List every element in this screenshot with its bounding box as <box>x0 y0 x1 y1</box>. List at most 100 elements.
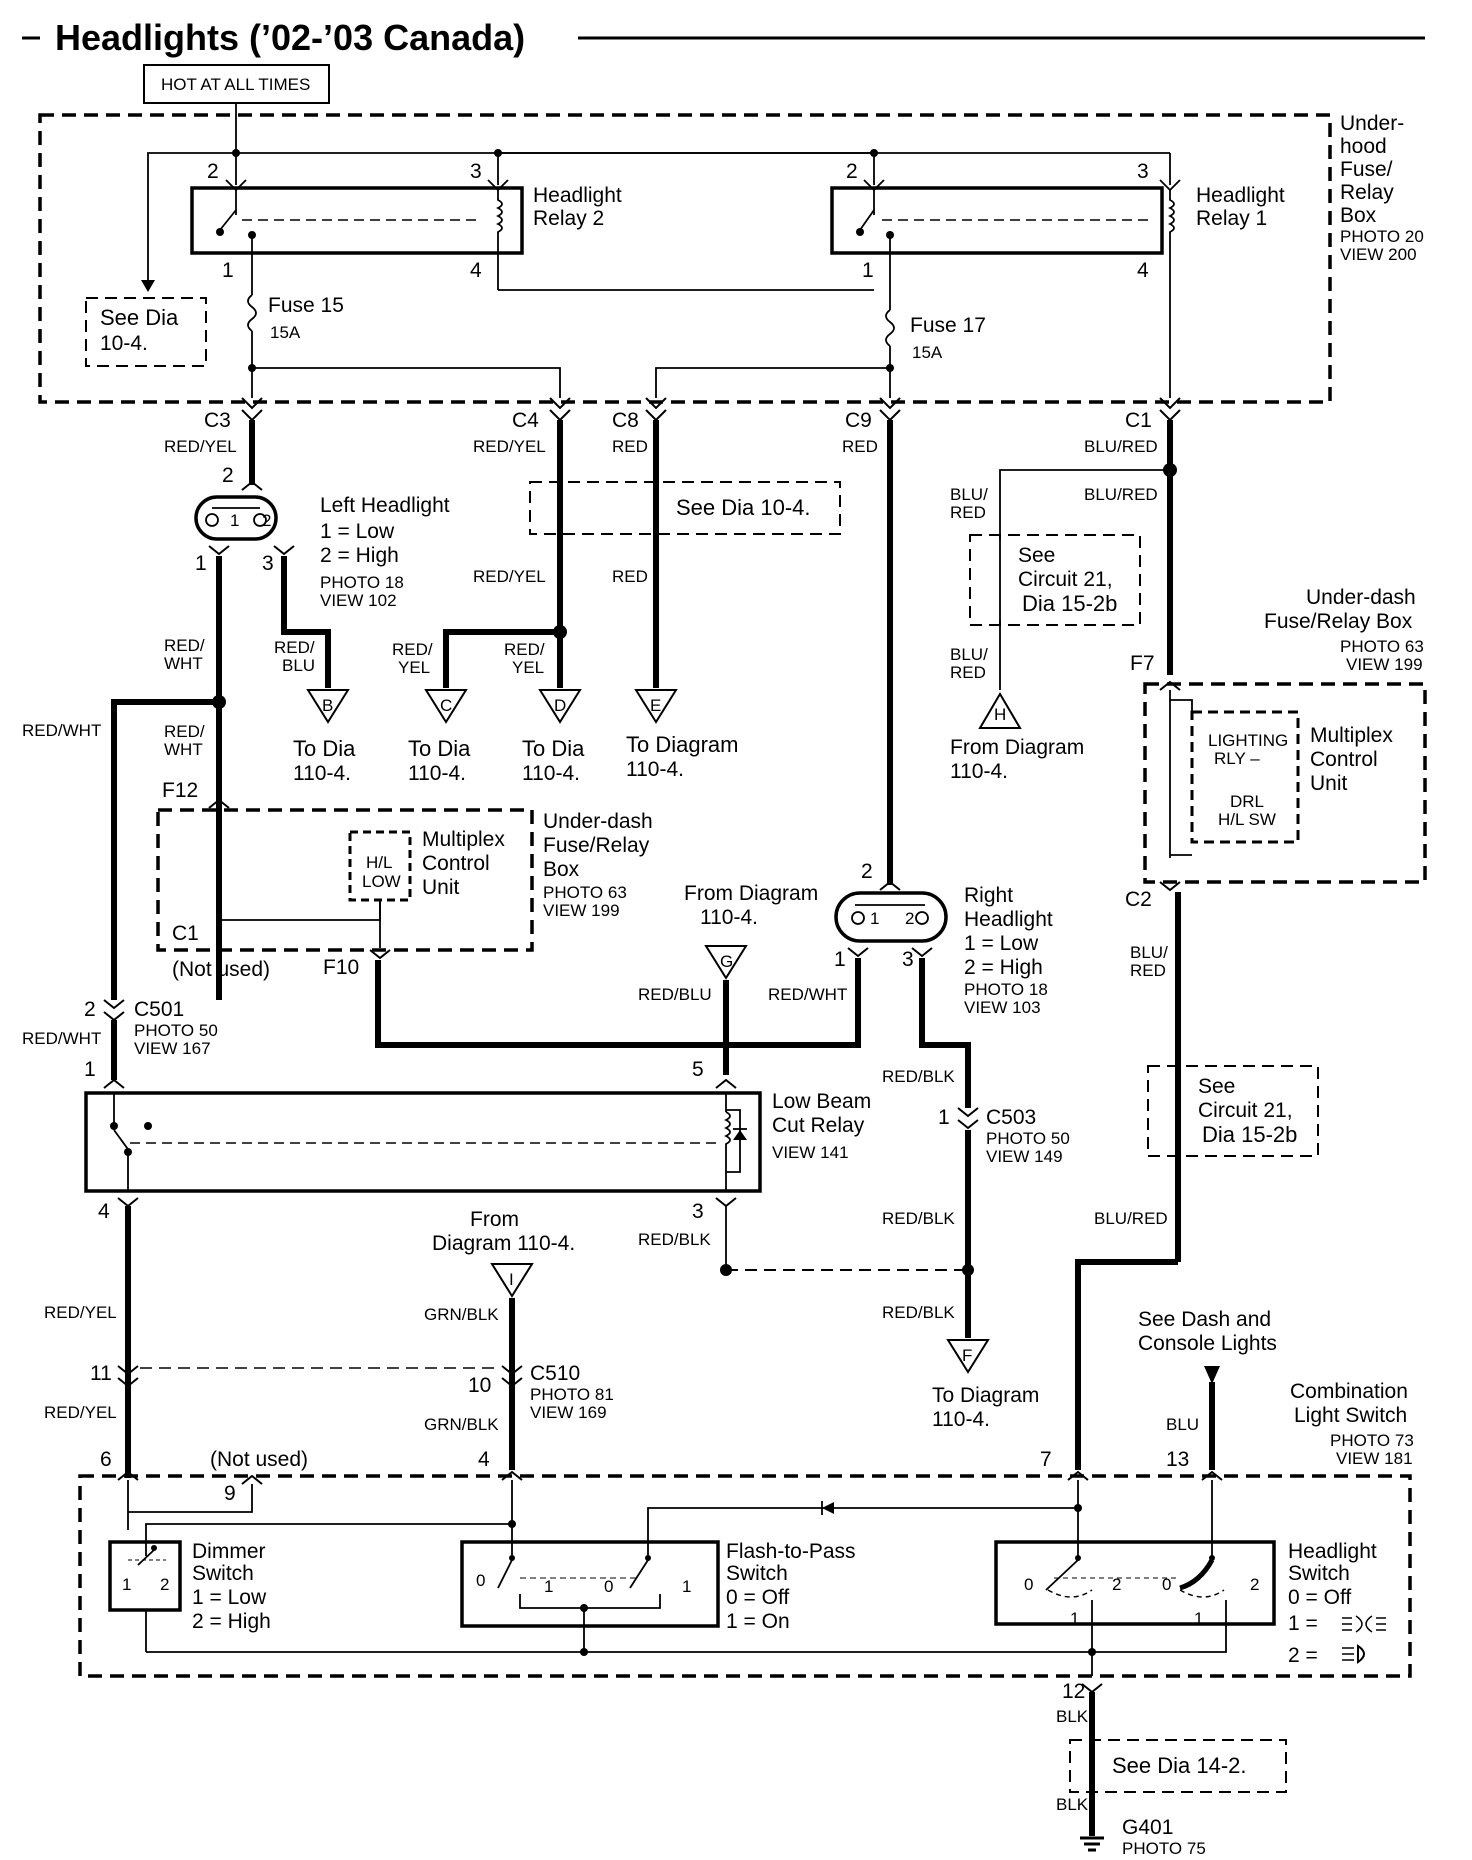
svg-text:4: 4 <box>470 259 482 282</box>
svg-text:1 = Low: 1 = Low <box>964 932 1039 955</box>
hot-at-all-times-label: HOT AT ALL TIMES <box>161 75 310 94</box>
svg-text:Console Lights: Console Lights <box>1138 1332 1277 1355</box>
svg-text:1: 1 <box>862 259 874 282</box>
svg-text:2: 2 <box>846 160 858 183</box>
svg-text:3: 3 <box>262 552 274 575</box>
relay2-label: Headlight <box>533 184 622 207</box>
svg-text:1: 1 <box>1070 1609 1079 1628</box>
svg-text:RED/WHT: RED/WHT <box>768 985 847 1004</box>
flash-to-pass-switch <box>460 1540 720 1628</box>
underhood-fuse-relay-box <box>38 113 1332 404</box>
svg-text:PHOTO 50: PHOTO 50 <box>134 1021 218 1040</box>
svg-text:GRN/BLK: GRN/BLK <box>424 1305 499 1324</box>
svg-text:Under-: Under- <box>1340 112 1404 135</box>
svg-text:RED: RED <box>1130 961 1166 980</box>
svg-text:0: 0 <box>476 1571 485 1590</box>
svg-text:Under-dash: Under-dash <box>543 810 653 833</box>
svg-text:BLK: BLK <box>1056 1795 1089 1814</box>
svg-text:5: 5 <box>692 1058 704 1081</box>
svg-text:VIEW 181: VIEW 181 <box>1336 1449 1413 1468</box>
svg-text:Fuse/Relay Box: Fuse/Relay Box <box>1264 610 1413 633</box>
headlight-switch <box>994 1540 1276 1626</box>
svg-text:1 = On: 1 = On <box>726 1610 790 1633</box>
svg-text:RED/BLU: RED/BLU <box>638 985 712 1004</box>
underdash-fuse-relay-box-right <box>1143 682 1427 884</box>
svg-text:E: E <box>650 696 661 715</box>
relay1-coil-icon <box>1167 190 1175 248</box>
svg-text:RED/BLK: RED/BLK <box>882 1209 955 1228</box>
svg-text:110-4.: 110-4. <box>293 762 351 785</box>
right-headlight-bulb <box>834 891 948 943</box>
svg-text:RED: RED <box>950 503 986 522</box>
svg-text:13: 13 <box>1166 1448 1189 1471</box>
svg-text:To Dia: To Dia <box>408 736 471 761</box>
relay1-pins: 2 3 1 4 <box>846 160 1149 282</box>
svg-text:RED/: RED/ <box>392 640 433 659</box>
svg-text:2: 2 <box>861 860 873 883</box>
svg-text:RED: RED <box>612 567 648 586</box>
svg-text:4: 4 <box>1137 259 1149 282</box>
svg-text:RED: RED <box>950 663 986 682</box>
svg-text:11: 11 <box>90 1362 112 1385</box>
low-beam-cut-relay <box>84 1091 762 1193</box>
svg-text:YEL: YEL <box>398 658 430 677</box>
fuse-15-icon <box>247 294 257 332</box>
headlight-switch-label: Headlight Switch 0 = Off 1 = 2 = <box>1288 1540 1377 1667</box>
svg-text:Dia 15-2b: Dia 15-2b <box>1022 591 1117 616</box>
svg-text:1: 1 <box>230 511 239 530</box>
svg-text:Headlight: Headlight <box>964 908 1053 931</box>
from-dia-i: From Diagram 110-4. I <box>432 1208 575 1298</box>
svg-text:VIEW 199: VIEW 199 <box>543 901 620 920</box>
relay2-pins: 2 3 1 4 <box>207 160 482 282</box>
svg-text:12: 12 <box>1062 1680 1085 1703</box>
svg-text:1 = Low: 1 = Low <box>320 520 395 543</box>
mcu-right-box <box>1190 710 1300 844</box>
c8-label: C8 <box>612 409 639 432</box>
svg-text:PHOTO 73: PHOTO 73 <box>1330 1431 1414 1450</box>
svg-text:H/L SW: H/L SW <box>1218 810 1276 829</box>
svg-text:D: D <box>554 696 566 715</box>
headlight-relay-1 <box>830 186 1164 255</box>
c501-label: C501 <box>134 998 184 1021</box>
svg-text:1: 1 <box>1194 1609 1203 1628</box>
svg-text:1: 1 <box>195 552 207 575</box>
svg-text:VIEW 169: VIEW 169 <box>530 1403 607 1422</box>
from-dia-g: From Diagram 110-4. G <box>684 882 818 980</box>
right-headlight-label: Right Headlight 1 = Low 2 = High PHOTO 1… <box>964 884 1053 1017</box>
svg-text:BLU/RED: BLU/RED <box>1084 437 1158 456</box>
svg-text:PHOTO 63: PHOTO 63 <box>543 883 627 902</box>
to-dia-b: B To Dia 110-4. <box>293 689 356 785</box>
svg-text:110-4.: 110-4. <box>522 762 580 785</box>
svg-text:BLK: BLK <box>1056 1707 1089 1726</box>
underdash-box-right-label: Under-dash Fuse/Relay Box PHOTO 63 VIEW … <box>1264 586 1424 674</box>
svg-text:Headlight: Headlight <box>1288 1540 1377 1563</box>
svg-text:RED/: RED/ <box>274 638 315 657</box>
svg-text:RED/WHT: RED/WHT <box>22 721 101 740</box>
see-circuit-21-box-b <box>1147 1065 1319 1157</box>
svg-text:PHOTO 18: PHOTO 18 <box>320 573 404 592</box>
c2-label: C2 <box>1125 888 1152 911</box>
svg-text:RED/YEL: RED/YEL <box>473 437 546 456</box>
svg-text:0: 0 <box>604 1577 613 1596</box>
svg-text:1: 1 <box>682 1577 691 1596</box>
svg-text:110-4.: 110-4. <box>408 762 466 785</box>
svg-text:2: 2 <box>84 998 96 1021</box>
underdash-fuse-relay-box-left <box>156 808 534 952</box>
svg-text:VIEW 199: VIEW 199 <box>1346 655 1423 674</box>
c4-label: C4 <box>512 409 539 432</box>
svg-text:1: 1 <box>544 1577 553 1596</box>
svg-text:Diagram 110-4.: Diagram 110-4. <box>432 1232 575 1255</box>
svg-text:GRN/BLK: GRN/BLK <box>424 1415 499 1434</box>
c9-label: C9 <box>845 409 872 432</box>
svg-text:Switch: Switch <box>726 1562 788 1585</box>
svg-text:LOW: LOW <box>362 872 401 891</box>
headlight-switch-contact <box>1179 1558 1215 1591</box>
to-dia-e: E To Diagram 110-4. <box>626 689 738 781</box>
svg-text:From Diagram: From Diagram <box>950 736 1084 759</box>
svg-text:1: 1 <box>938 1106 950 1129</box>
flash-to-pass-label: Flash-to-Pass Switch 0 = Off 1 = On <box>726 1540 856 1633</box>
svg-text:LIGHTING: LIGHTING <box>1208 731 1288 750</box>
svg-text:10-4.: 10-4. <box>100 332 148 355</box>
svg-text:PHOTO 63: PHOTO 63 <box>1340 637 1424 656</box>
